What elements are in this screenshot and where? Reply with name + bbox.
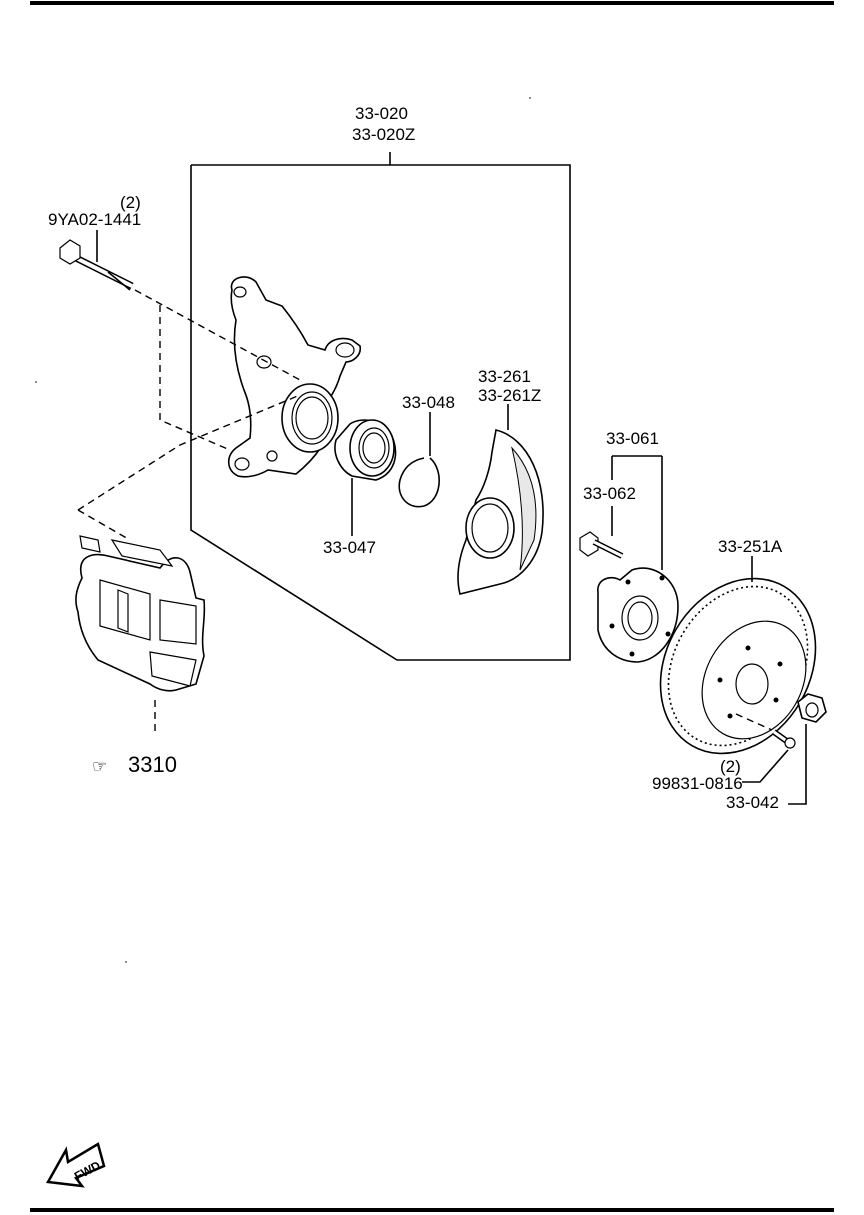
speck xyxy=(529,97,531,99)
caliper-pointer-icon: ☞ xyxy=(92,757,107,776)
bearing-part-number: 33-047 xyxy=(323,538,376,557)
snap-ring-part-number: 33-048 xyxy=(402,393,455,412)
knuckle-kit-label-2: 33-020Z xyxy=(352,125,415,144)
knuckle-kit-frame xyxy=(190,152,571,661)
screw-part-number: 99831-0816 xyxy=(652,774,743,793)
dust-cover-part-number-1: 33-261 xyxy=(478,367,531,386)
assembly-dash-lines xyxy=(77,289,301,735)
screw-qty: (2) xyxy=(720,757,741,776)
brake-disc xyxy=(659,577,817,755)
knuckle-kit-label-1: 33-020 xyxy=(355,104,408,123)
disc-screw xyxy=(735,713,796,749)
bolt-part-number: 9YA02-1441 xyxy=(48,210,141,229)
caliper-reference-number: 3310 xyxy=(128,752,177,777)
dust-cover xyxy=(457,429,544,595)
fwd-arrow-icon: FWD xyxy=(45,1142,106,1188)
hub-bolt-part-number: 33-062 xyxy=(583,484,636,503)
wheel-hub xyxy=(597,567,679,663)
screw-leader xyxy=(742,749,789,783)
brake-caliper xyxy=(75,535,206,692)
lock-nut-part-number: 33-042 xyxy=(726,793,779,812)
snap-ring xyxy=(398,457,440,508)
hub-part-number: 33-061 xyxy=(606,429,659,448)
wheel-bearing xyxy=(334,419,397,481)
hub-leaders xyxy=(611,455,663,570)
speck xyxy=(125,961,127,963)
lock-nut xyxy=(797,693,827,723)
bolt-qty: (2) xyxy=(120,193,141,212)
lock-nut-leader xyxy=(788,724,807,805)
knuckle-bolt xyxy=(59,239,134,291)
speck xyxy=(35,381,37,383)
disc-part-number: 33-251A xyxy=(718,537,783,556)
dust-cover-part-number-2: 33-261Z xyxy=(478,386,541,405)
hub-bolt xyxy=(579,531,624,559)
